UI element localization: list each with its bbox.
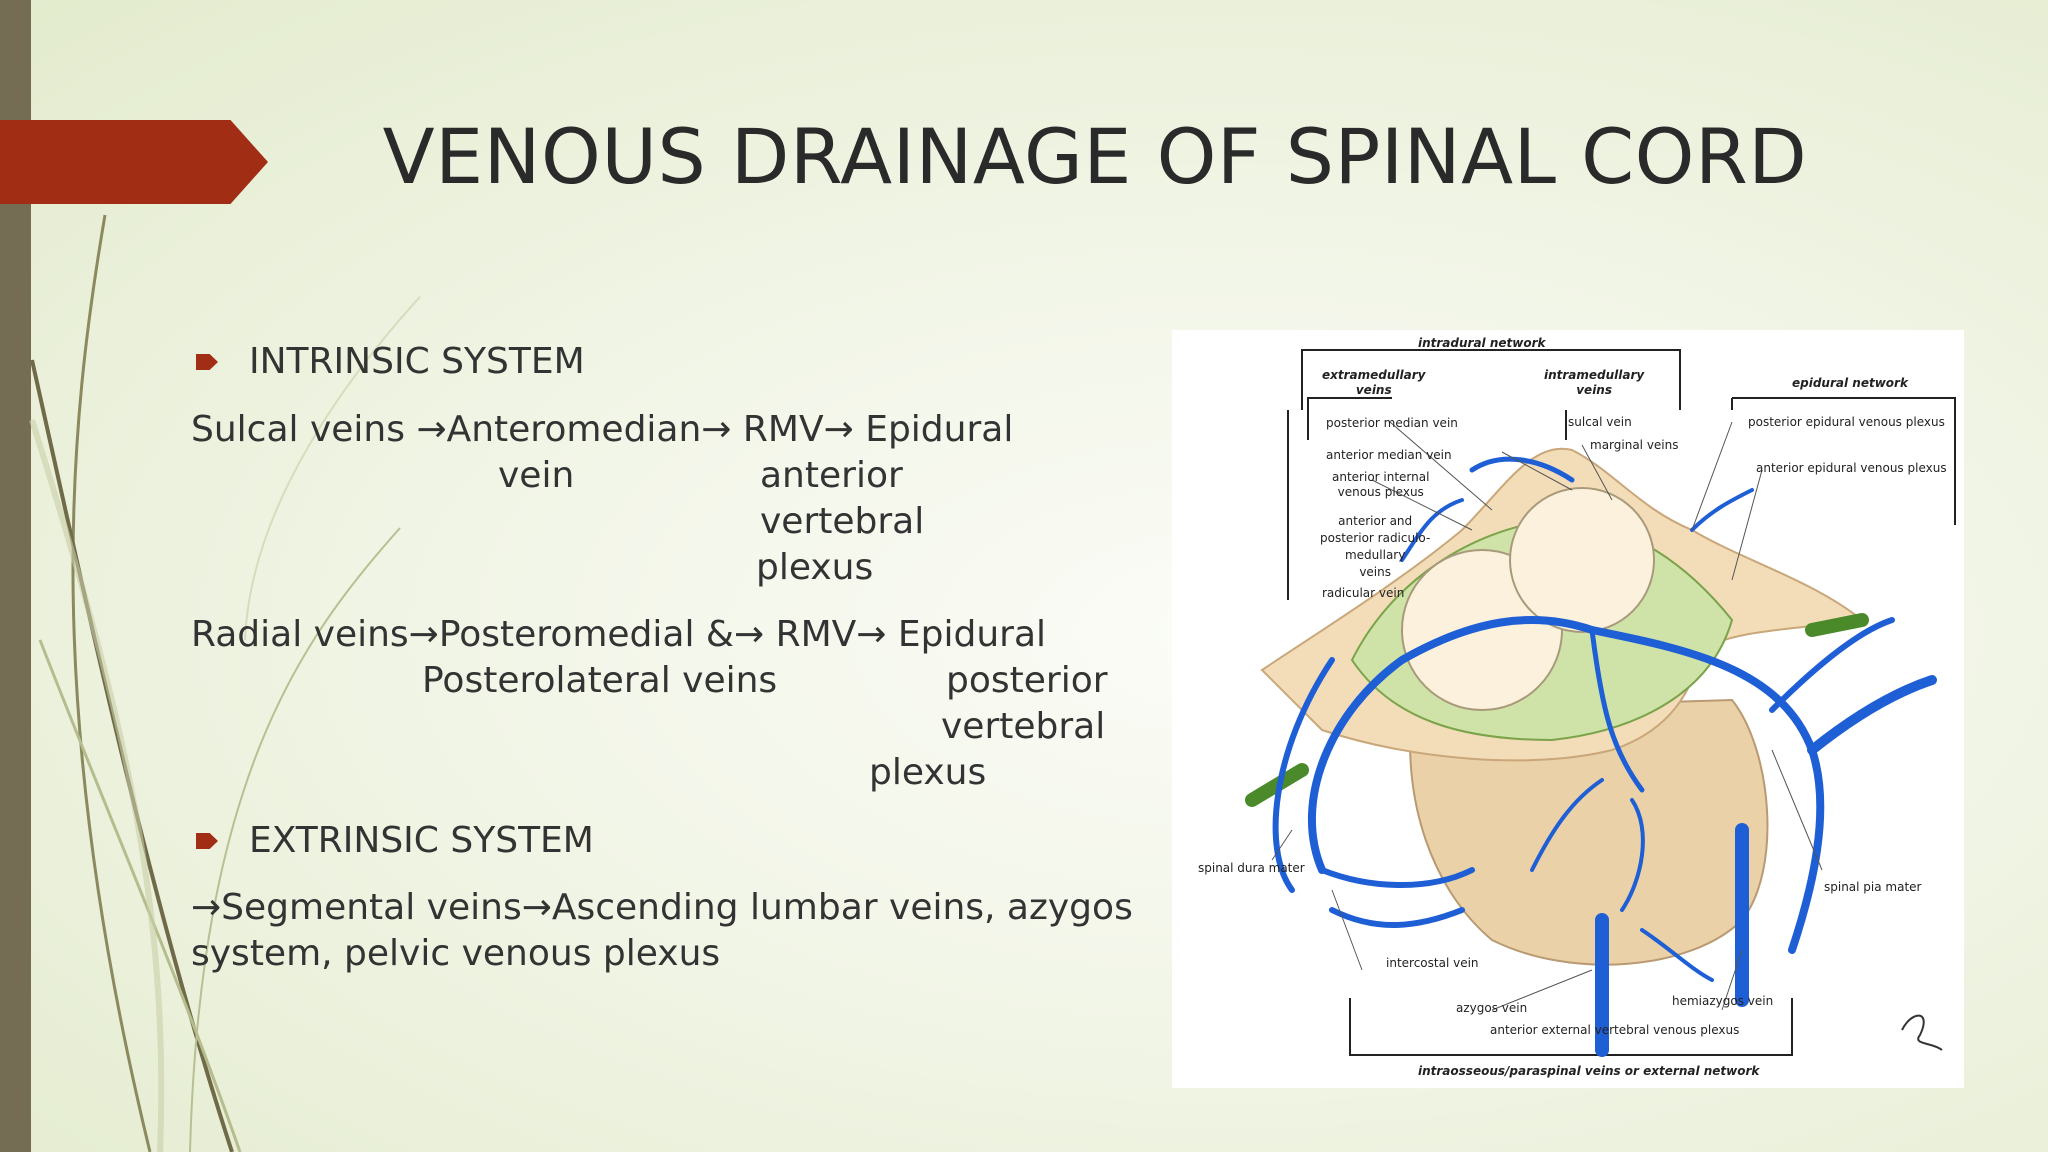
label-anterior-median-vein: anterior median vein — [1326, 448, 1452, 462]
label-intercostal-vein: intercostal vein — [1386, 956, 1479, 970]
label-posterior-median-vein: posterior median vein — [1326, 416, 1458, 430]
body-line: Radial veins→Posteromedial &→ RMV→ Epidu… — [191, 614, 1047, 655]
label-epidural-network: epidural network — [1792, 376, 1908, 390]
body-line: Sulcal veins →Anteromedian→ RMV→ Epidura… — [191, 409, 1014, 450]
body-line: →Segmental veins→Ascending lumbar veins,… — [191, 887, 1133, 928]
body-line: vertebral — [941, 706, 1106, 747]
anatomy-illustration — [1245, 349, 1956, 1057]
body-line: posterior — [946, 660, 1108, 701]
spinal-cord-venous-diagram: intradural network extramedullary veins … — [1172, 330, 1964, 1088]
body-line: vein — [498, 455, 575, 496]
section-heading-extrinsic: EXTRINSIC SYSTEM — [249, 820, 594, 861]
label-intradural-network: intradural network — [1418, 336, 1546, 350]
label-radicular-vein: radicular vein — [1322, 586, 1405, 600]
section-heading-intrinsic: INTRINSIC SYSTEM — [249, 341, 585, 382]
label-posterior-epidural-venous-plexus: posterior epidural venous plexus — [1748, 415, 1945, 429]
signature-mark — [1901, 1014, 1943, 1051]
body-line: plexus — [869, 752, 987, 793]
label-marginal-veins: marginal veins — [1590, 438, 1679, 452]
label-anterior-external-vertebral-venous-plexus: anterior external vertebral venous plexu… — [1490, 1023, 1740, 1037]
label-anterior-internal-venous-plexus: anterior internal venous plexus — [1332, 470, 1430, 499]
slide-title: VENOUS DRAINAGE OF SPINAL CORD — [382, 112, 1808, 201]
label-azygos-vein: azygos vein — [1456, 1001, 1528, 1015]
label-anterior-epidural-venous-plexus: anterior epidural venous plexus — [1756, 461, 1947, 475]
body-line: Posterolateral veins — [422, 660, 778, 701]
label-hemiazygos-vein: hemiazygos vein — [1672, 994, 1774, 1008]
label-spinal-dura-mater: spinal dura mater — [1198, 861, 1305, 875]
title-accent-arrow — [0, 120, 268, 204]
decorative-swooshes — [29, 214, 420, 1152]
bullet-icon — [196, 833, 218, 849]
body-line: system, pelvic venous plexus — [191, 933, 721, 974]
label-external-network: intraosseous/paraspinal veins or externa… — [1418, 1064, 1760, 1078]
label-spinal-pia-mater: spinal pia mater — [1824, 880, 1922, 894]
label-sulcal-vein: sulcal vein — [1568, 415, 1632, 429]
label-extramedullary-veins: extramedullary veins — [1322, 368, 1426, 397]
label-intramedullary-veins: intramedullary veins — [1544, 368, 1645, 397]
body-line: anterior — [760, 455, 903, 496]
bullet-icon — [196, 354, 218, 370]
body-line: plexus — [756, 547, 874, 588]
body-line: vertebral — [760, 501, 925, 542]
label-radiculo-medullary-veins: anterior and posterior radiculo- medulla… — [1320, 514, 1431, 579]
